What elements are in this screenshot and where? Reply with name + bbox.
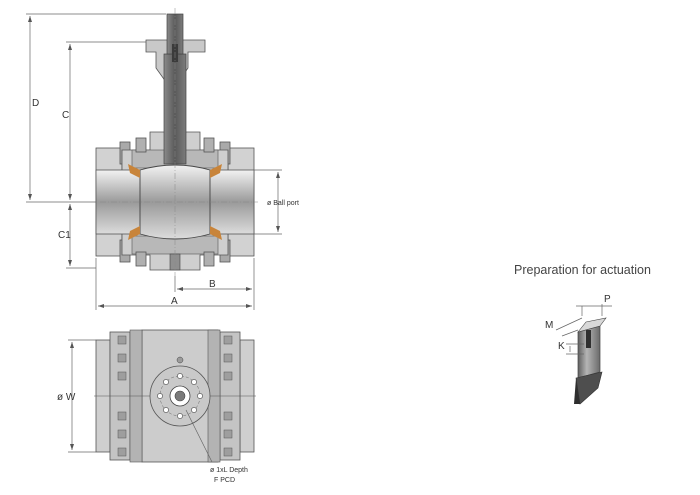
body-bolt: [203, 137, 215, 153]
actuation-detail: Preparation for actuation P M K: [514, 263, 651, 405]
label-C: C: [62, 110, 69, 121]
seat-ring: [210, 164, 222, 178]
shaft-lower: [575, 371, 603, 405]
label-P: P: [604, 294, 611, 305]
shaft-keyway: [586, 330, 591, 348]
seat-ring: [128, 164, 140, 178]
label-D: D: [32, 98, 39, 109]
top-view-bolts: [117, 335, 233, 457]
front-section-view: [95, 8, 258, 276]
seat-ring: [128, 226, 140, 240]
hole-leader: [185, 409, 213, 463]
label-hole-line2: F PCD: [214, 477, 235, 484]
label-C1: C1: [58, 230, 71, 241]
body-bolt: [203, 251, 215, 267]
actuation-title: Preparation for actuation: [514, 263, 651, 277]
label-M: M: [545, 320, 553, 331]
shaft-top: [577, 317, 607, 333]
shaft-base: [574, 378, 580, 404]
label-ball-port: ø Ball port: [267, 200, 299, 207]
label-B: B: [209, 279, 216, 290]
body-bolt: [135, 137, 147, 153]
label-K: K: [558, 341, 565, 352]
top-bolt: [176, 356, 184, 364]
label-hole-line1: ø 1xL Depth: [210, 467, 248, 474]
front-dimensions: D C C1 ø Ball port B A: [26, 13, 299, 310]
top-view: ø W ø 1xL Depth F PCD: [57, 329, 256, 484]
pcd-holes: [157, 373, 203, 419]
label-W: ø W: [57, 392, 76, 403]
seat-ring: [210, 226, 222, 240]
body-bolt: [135, 251, 147, 267]
stem-end: [174, 390, 186, 402]
label-A: A: [171, 296, 178, 307]
